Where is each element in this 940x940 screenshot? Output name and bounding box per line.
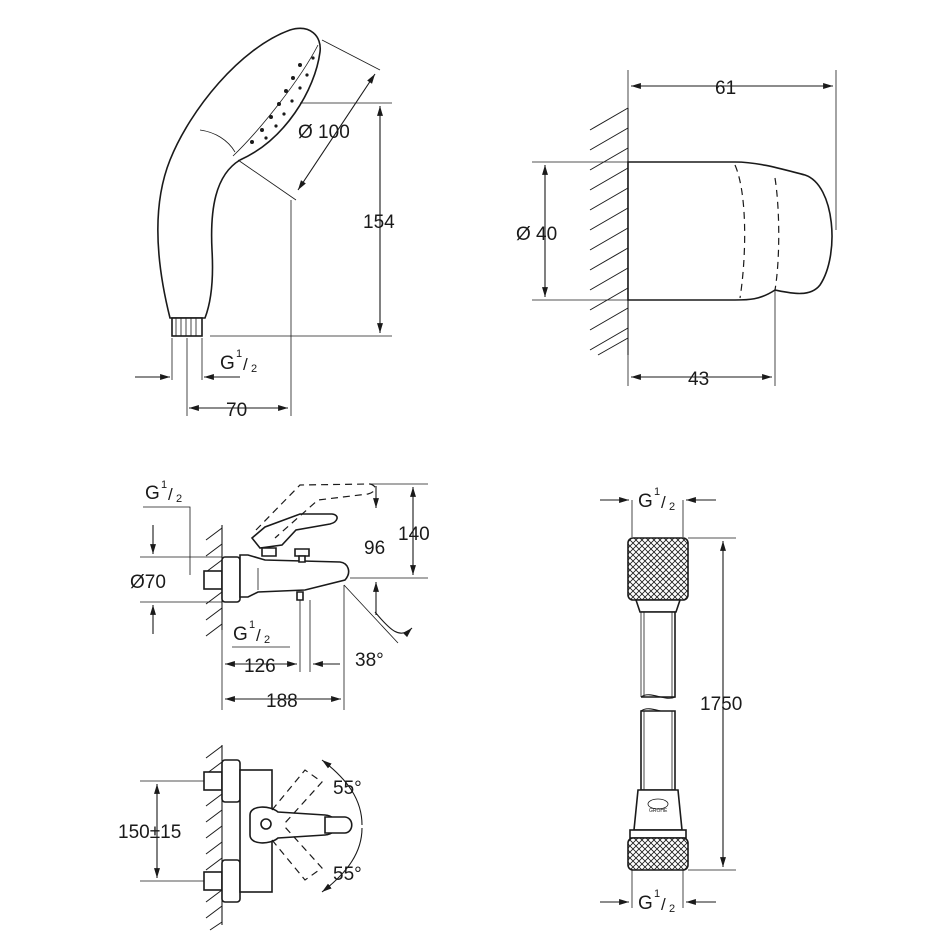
svg-text:1: 1 xyxy=(654,486,660,498)
holder-wall-hatch xyxy=(589,107,629,356)
handshower-height-label: 154 xyxy=(363,212,395,233)
mixer-centres-label: 150±15 xyxy=(118,822,181,843)
handshower-view: Ø 100 154 G 1 / 2 70 xyxy=(135,27,395,421)
mixer-side-view: G 1 / 2 Ø70 140 96 G 1 / 2 126 1 xyxy=(130,479,430,712)
hose-tube-upper xyxy=(641,611,676,698)
holder-depth-label: 61 xyxy=(715,78,736,99)
hose-thread-bottom-label: G xyxy=(638,893,653,914)
handshower-thread-label: G xyxy=(220,353,235,374)
handshower-width-label: 70 xyxy=(226,400,247,421)
handshower-diameter-label: Ø 100 xyxy=(298,122,350,143)
svg-text:2: 2 xyxy=(251,363,257,375)
svg-text:2: 2 xyxy=(669,501,675,513)
mixer-height-total-label: 140 xyxy=(398,524,430,545)
hose-view: G 1 / 2 GROHE 1750 xyxy=(600,486,742,915)
holder-hook-depth-label: 43 xyxy=(688,369,709,390)
hose-brand-mark: GROHE xyxy=(649,808,668,814)
hose-bottom-nut xyxy=(627,837,689,871)
svg-text:1: 1 xyxy=(161,479,167,491)
hose-thread-top-label: G xyxy=(638,491,653,512)
mixer-thread-bottom-label: G xyxy=(233,624,248,645)
mixer-thread-top-label: G xyxy=(145,483,160,504)
mixer-lever xyxy=(250,513,338,549)
svg-text:/: / xyxy=(256,626,261,645)
hose-length-label: 1750 xyxy=(700,694,742,715)
holder-view: 61 Ø 40 43 xyxy=(516,70,837,390)
mixer-angle-label: 38° xyxy=(355,650,384,671)
mixer-angle-down-label: 55° xyxy=(333,864,362,885)
holder-body xyxy=(627,161,833,301)
mixer-body xyxy=(239,554,350,598)
mixer-angle-up-label: 55° xyxy=(333,778,362,799)
hose-top-nut xyxy=(627,537,689,601)
svg-text:1: 1 xyxy=(236,348,242,360)
mixer-projection-total-label: 188 xyxy=(266,691,298,712)
svg-text:2: 2 xyxy=(176,493,182,505)
mixer-projection-outlet-label: 126 xyxy=(244,656,276,677)
mixer-height-spout-label: 96 xyxy=(364,538,385,559)
svg-text:1: 1 xyxy=(654,888,660,900)
svg-text:/: / xyxy=(661,493,666,512)
handshower-body xyxy=(157,27,321,319)
handshower-connector xyxy=(171,317,203,337)
svg-text:/: / xyxy=(168,485,173,504)
svg-text:/: / xyxy=(243,355,248,374)
mixer-top-view: 55° 55° 150±15 xyxy=(118,745,363,931)
svg-text:2: 2 xyxy=(669,903,675,915)
mixer-rosette-diameter-label: Ø70 xyxy=(130,572,166,593)
svg-text:1: 1 xyxy=(249,619,255,631)
holder-diameter-label: Ø 40 xyxy=(516,224,557,245)
svg-text:/: / xyxy=(661,895,666,914)
svg-text:2: 2 xyxy=(264,634,270,646)
mixer-rosette xyxy=(221,556,241,603)
